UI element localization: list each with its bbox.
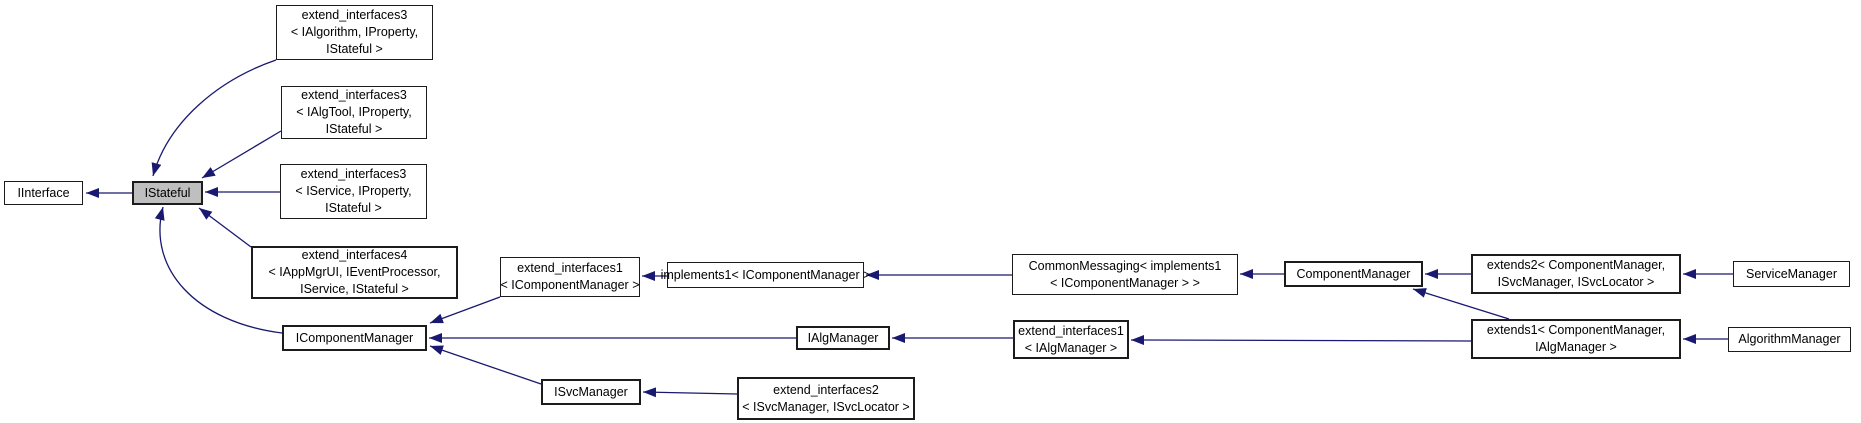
node-label: IInterface [17,185,70,200]
node-icomponentmanager[interactable]: IComponentManager [282,325,427,351]
node-label: IComponentManager [295,330,414,345]
node-extend-interfaces2-isvcmanager[interactable]: extend_interfaces2 < ISvcManager, ISvcLo… [737,377,915,420]
node-label: extend_interfaces3 [301,88,407,102]
node-label: implements1< IComponentManager > [660,267,871,282]
edge-extends1-to-ei1-ialgmanager [1130,335,1472,346]
edge-isvcmanager-to-icomponentmanager [429,345,542,385]
node-label: CommonMessaging< implements1 [1028,258,1222,273]
node-label: < IAlgorithm, IProperty, [290,25,419,39]
node-extend-interfaces4-iappmgrui[interactable]: extend_interfaces4 < IAppMgrUI, IEventPr… [251,246,458,299]
node-label: < IAlgManager > [1024,340,1118,355]
node-extends1-componentmanager[interactable]: extends1< ComponentManager, IAlgManager … [1471,319,1681,359]
edge-ei4-iappmgrui-to-istateful [198,207,252,248]
node-extend-interfaces3-iservice[interactable]: extend_interfaces3 < IService, IProperty… [280,164,427,219]
node-label: IAlgManager > [1535,340,1617,354]
node-label: AlgorithmManager [1738,332,1841,346]
node-implements1-icomponentmanager[interactable]: implements1< IComponentManager > [661,262,870,288]
node-servicemanager[interactable]: ServiceManager [1733,261,1850,287]
node-istateful: IStateful [132,181,203,205]
node-label: IStateful > [325,201,382,215]
node-extends2-componentmanager[interactable]: extends2< ComponentManager, ISvcManager,… [1471,254,1681,294]
node-iinterface[interactable]: IInterface [4,181,83,205]
edge-ei2-isvcmanager-to-isvcmanager [642,387,738,398]
node-extend-interfaces3-ialgtool[interactable]: extend_interfaces3 < IAlgTool, IProperty… [281,86,427,139]
node-label: extend_interfaces2 [773,382,879,397]
node-label: extend_interfaces1 [517,261,623,275]
node-label: IStateful > [325,122,383,136]
node-label: IStateful > [326,42,383,56]
node-label: IService, IStateful > [300,282,409,296]
node-label: IAlgManager [807,330,879,345]
node-label: < IComponentManager > > [1050,275,1200,290]
node-componentmanager[interactable]: ComponentManager [1284,261,1423,287]
node-ialgmanager[interactable]: IAlgManager [796,326,890,350]
edge-ei3-ialgorithm-to-istateful [151,59,277,177]
node-label: extends2< ComponentManager, [1486,258,1666,272]
node-extend-interfaces3-ialgorithm[interactable]: extend_interfaces3 < IAlgorithm, IProper… [276,5,433,60]
edge-ei1-icomponentmanager-to-icomponentmanager [429,296,501,324]
node-label: < IService, IProperty, [295,184,412,198]
node-label: IStateful [144,185,191,200]
node-label: extend_interfaces4 [301,248,408,262]
node-label: ISvcManager, ISvcLocator > [1497,275,1655,289]
node-label: < IAlgTool, IProperty, [296,105,412,119]
node-label: extend_interfaces3 [300,167,407,181]
node-extend-interfaces1-icomponentmanager[interactable]: extend_interfaces1 < IComponentManager > [500,257,640,297]
node-label: < ISvcManager, ISvcLocator > [742,399,910,414]
node-label: < IAppMgrUI, IEventProcessor, [268,265,441,279]
node-extend-interfaces1-ialgmanager[interactable]: extend_interfaces1 < IAlgManager > [1013,320,1129,359]
node-label: ComponentManager [1296,266,1411,281]
node-label: ISvcManager [554,384,628,399]
node-label: extend_interfaces1 [1018,323,1124,338]
node-label: extend_interfaces3 [301,8,408,22]
node-commonmessaging[interactable]: CommonMessaging< implements1 < IComponen… [1012,254,1238,295]
node-algorithmmanager[interactable]: AlgorithmManager [1728,327,1851,352]
node-label: < IComponentManager > [500,278,640,292]
edge-ei3-ialgtool-to-istateful [201,130,282,179]
node-isvcmanager[interactable]: ISvcManager [541,379,641,405]
node-label: ServiceManager [1745,266,1837,281]
node-label: extends1< ComponentManager, [1486,323,1666,337]
